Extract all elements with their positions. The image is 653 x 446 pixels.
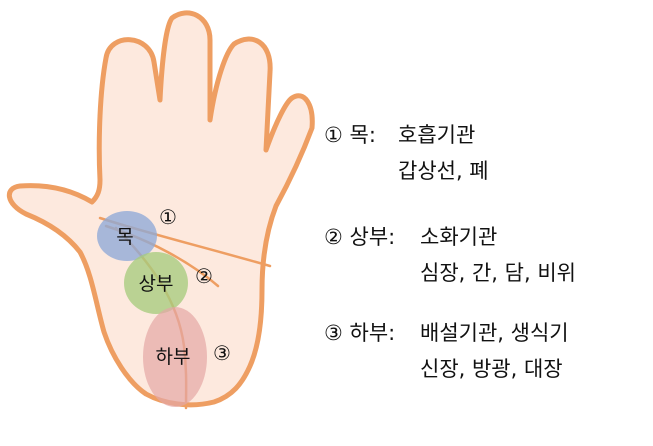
legend-neck-line1: 호흡기관: [398, 123, 476, 147]
legend-upper-heading: ② 상부:: [324, 225, 396, 249]
upper-zone-marker: ②: [195, 264, 213, 288]
legend-upper-line2: 심장, 간, 담, 비위: [420, 261, 576, 285]
legend-neck-line2: 갑상선, 폐: [398, 159, 489, 183]
upper-zone-label: 상부: [139, 273, 174, 295]
lower-zone-marker: ③: [213, 341, 231, 365]
neck-zone: [97, 211, 157, 261]
lower-zone-label: 하부: [156, 346, 191, 368]
legend-lower-heading: ③ 하부:: [324, 321, 396, 345]
legend-upper-line1: 소화기관: [420, 225, 498, 249]
upper-zone: [124, 252, 188, 314]
lower-zone: [143, 307, 207, 407]
legend-neck-heading: ① 목:: [324, 123, 376, 147]
neck-zone-label: 목: [116, 226, 133, 248]
hand-outline: [7, 10, 315, 408]
neck-zone-marker: ①: [159, 205, 177, 229]
legend-lower-line2: 신장, 방광, 대장: [420, 357, 563, 381]
legend-lower-line1: 배설기관, 생식기: [420, 321, 569, 345]
